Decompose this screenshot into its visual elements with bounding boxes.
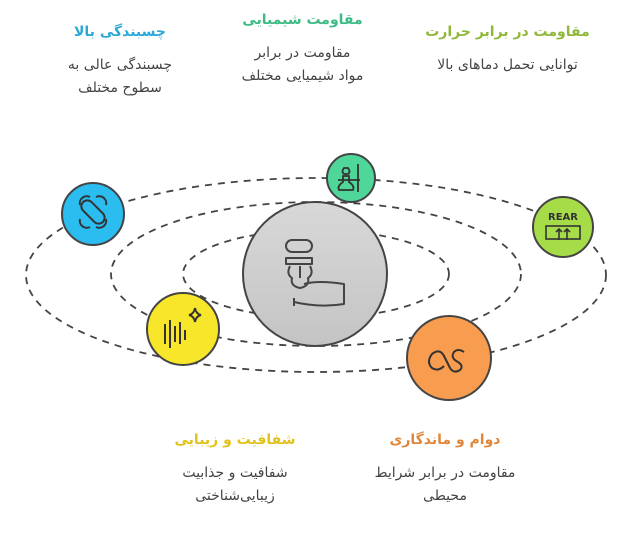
feature-title: مقاومت شیمیایی: [242, 12, 363, 28]
feature-node-adhesion: [61, 182, 125, 246]
infinity-icon: [428, 349, 465, 373]
feature-title: شفافیت و زیبایی: [174, 432, 296, 448]
feature-text-heat: مقاومت در برابر حرارت توانایی تحمل دماها…: [410, 24, 605, 77]
feature-description: توانایی تحمل دماهای بالا: [437, 57, 578, 73]
feature-description: مقاومت در برابر مواد شیمیایی مختلف: [241, 45, 364, 84]
feature-description: مقاومت در برابر شرایط محیطی: [374, 465, 516, 504]
center-node: [242, 201, 388, 347]
lab-flask-icon: [337, 164, 360, 192]
feature-description: چسبندگی عالی به سطوح مختلف: [67, 57, 173, 96]
feature-title: مقاومت در برابر حرارت: [425, 24, 590, 40]
sparkle-bars-icon: [164, 307, 202, 348]
feature-text-adhesion: چسبندگی بالا چسبندگی عالی به سطوح مختلف: [30, 24, 210, 100]
hand-holding-dropper-icon: [285, 239, 345, 307]
feature-description: شفافیت و جذابیت زیبایی‌شناختی: [182, 465, 288, 504]
feature-text-chemical: مقاومت شیمیایی مقاومت در برابر مواد شیمی…: [215, 12, 390, 88]
feature-node-durability: [406, 315, 492, 401]
bandage-icon: [78, 195, 108, 229]
defrost-arrows-icon: [545, 225, 581, 240]
feature-text-transparency: شفافیت و زیبایی شفافیت و جذابیت زیبایی‌ش…: [160, 432, 310, 508]
feature-text-durability: دوام و ماندگاری مقاومت در برابر شرایط مح…: [345, 432, 545, 508]
feature-title: چسبندگی بالا: [74, 24, 166, 40]
feature-node-chemical: [326, 153, 376, 203]
feature-node-transparency: [146, 292, 220, 366]
orbit-outer: [25, 177, 607, 373]
feature-title: دوام و ماندگاری: [389, 432, 501, 448]
feature-node-heat: REAR: [532, 196, 594, 258]
rear-defrost-icon: REAR: [548, 212, 578, 223]
